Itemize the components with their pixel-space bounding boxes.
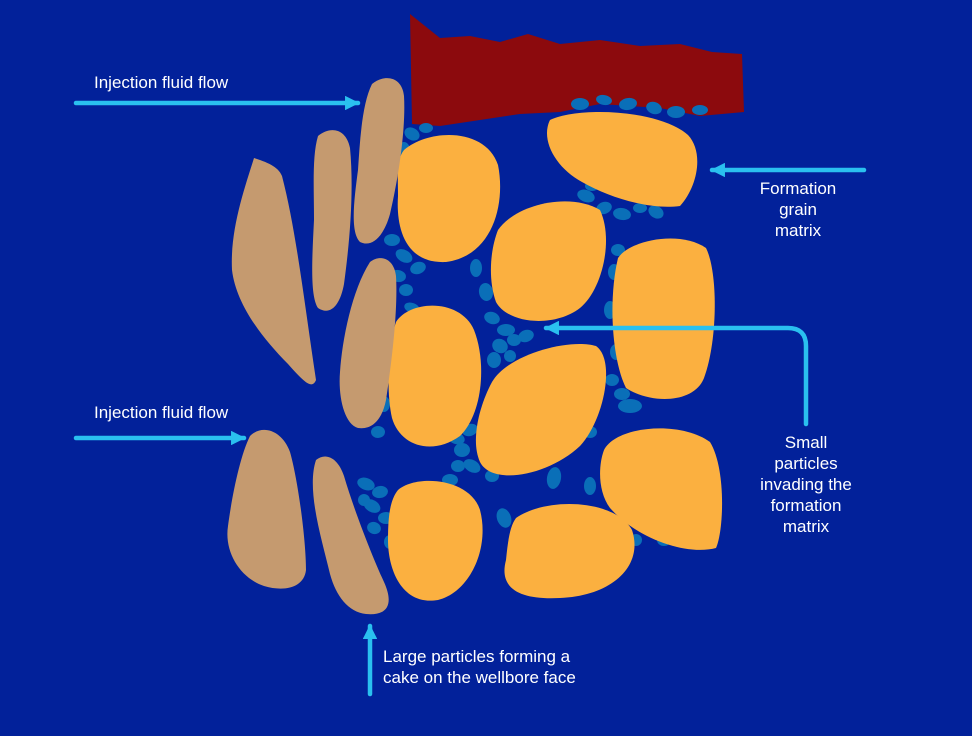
small-particle: [611, 244, 625, 256]
injection-label-top: Injection fluid flow: [94, 73, 229, 92]
cake-particle: [227, 429, 306, 589]
formation-grain: [388, 305, 482, 447]
large-particles-label-line: Large particles forming a: [383, 647, 571, 666]
small-particle: [357, 477, 375, 491]
small-particle: [372, 485, 388, 499]
small-particle: [584, 477, 596, 495]
small-particle: [619, 97, 637, 111]
cake-particle: [312, 456, 389, 615]
small-particles-label: Small particles invading the formation m…: [744, 432, 868, 537]
formation-grain: [504, 504, 635, 599]
filter-cake-particles: [227, 78, 405, 615]
small-particle: [646, 101, 662, 115]
formation-label: Formation grain matrix: [738, 178, 858, 241]
cake-particle: [339, 258, 397, 429]
small-particle: [484, 311, 500, 325]
formation-grain: [388, 480, 483, 601]
formation-grain: [546, 112, 698, 207]
small-particle: [371, 426, 385, 438]
small-particle: [614, 388, 630, 400]
small-particle: [504, 350, 516, 362]
small-particle: [410, 261, 426, 275]
small-particle: [454, 443, 470, 457]
small-particle: [667, 106, 685, 118]
formation-grain: [612, 238, 715, 399]
large-particles-label-line: cake on the wellbore face: [383, 668, 576, 687]
formation-grains: [388, 112, 723, 601]
small-particle: [507, 334, 521, 346]
formation-label-line: grain: [779, 200, 817, 219]
small-particle: [470, 259, 482, 277]
formation-grain: [397, 135, 501, 263]
formation-grain: [475, 343, 607, 476]
small-particle: [605, 374, 619, 386]
injection-label-bottom: Injection fluid flow: [94, 403, 229, 422]
small-particle: [633, 203, 647, 213]
small-particles-label-line: invading the: [760, 475, 852, 494]
small-particle: [395, 249, 413, 263]
small-particle: [451, 460, 465, 472]
small-particle: [613, 207, 631, 221]
cake-particle: [312, 130, 352, 311]
formation-label-line: Formation: [759, 179, 837, 198]
small-particle: [648, 205, 664, 219]
small-particle: [546, 467, 562, 489]
small-particle: [497, 324, 515, 336]
small-particle: [404, 127, 420, 141]
small-particle: [463, 459, 481, 473]
small-particle: [496, 508, 512, 528]
small-particle: [692, 105, 708, 115]
cake-particle: [231, 158, 316, 385]
small-particles-label-line: matrix: [782, 517, 830, 536]
formation-grain: [490, 201, 607, 321]
small-particle: [419, 123, 433, 133]
small-particles-label-line: formation: [770, 496, 842, 515]
small-particle: [618, 399, 642, 413]
small-particle: [577, 189, 595, 203]
flow-arrows: [73, 95, 867, 697]
small-particle: [518, 329, 534, 343]
formation-grain: [600, 428, 723, 550]
barrier-mass: [410, 14, 744, 126]
small-particle: [571, 98, 589, 110]
small-particle: [487, 352, 501, 368]
small-particle: [478, 283, 494, 301]
small-particles: [357, 94, 708, 549]
cake-particle: [353, 78, 405, 244]
small-particle: [596, 94, 612, 106]
small-particle: [492, 338, 508, 354]
small-particle: [367, 521, 381, 535]
formation-label-line: matrix: [774, 221, 822, 240]
small-particle: [384, 234, 400, 246]
large-particles-label: Large particles forming a cake on the we…: [383, 646, 576, 688]
small-particles-arrow: [543, 320, 809, 427]
small-particle: [358, 494, 370, 506]
small-particle: [399, 284, 413, 296]
small-particles-label-line: particles: [774, 454, 838, 473]
small-particles-label-line: Small: [784, 433, 828, 452]
